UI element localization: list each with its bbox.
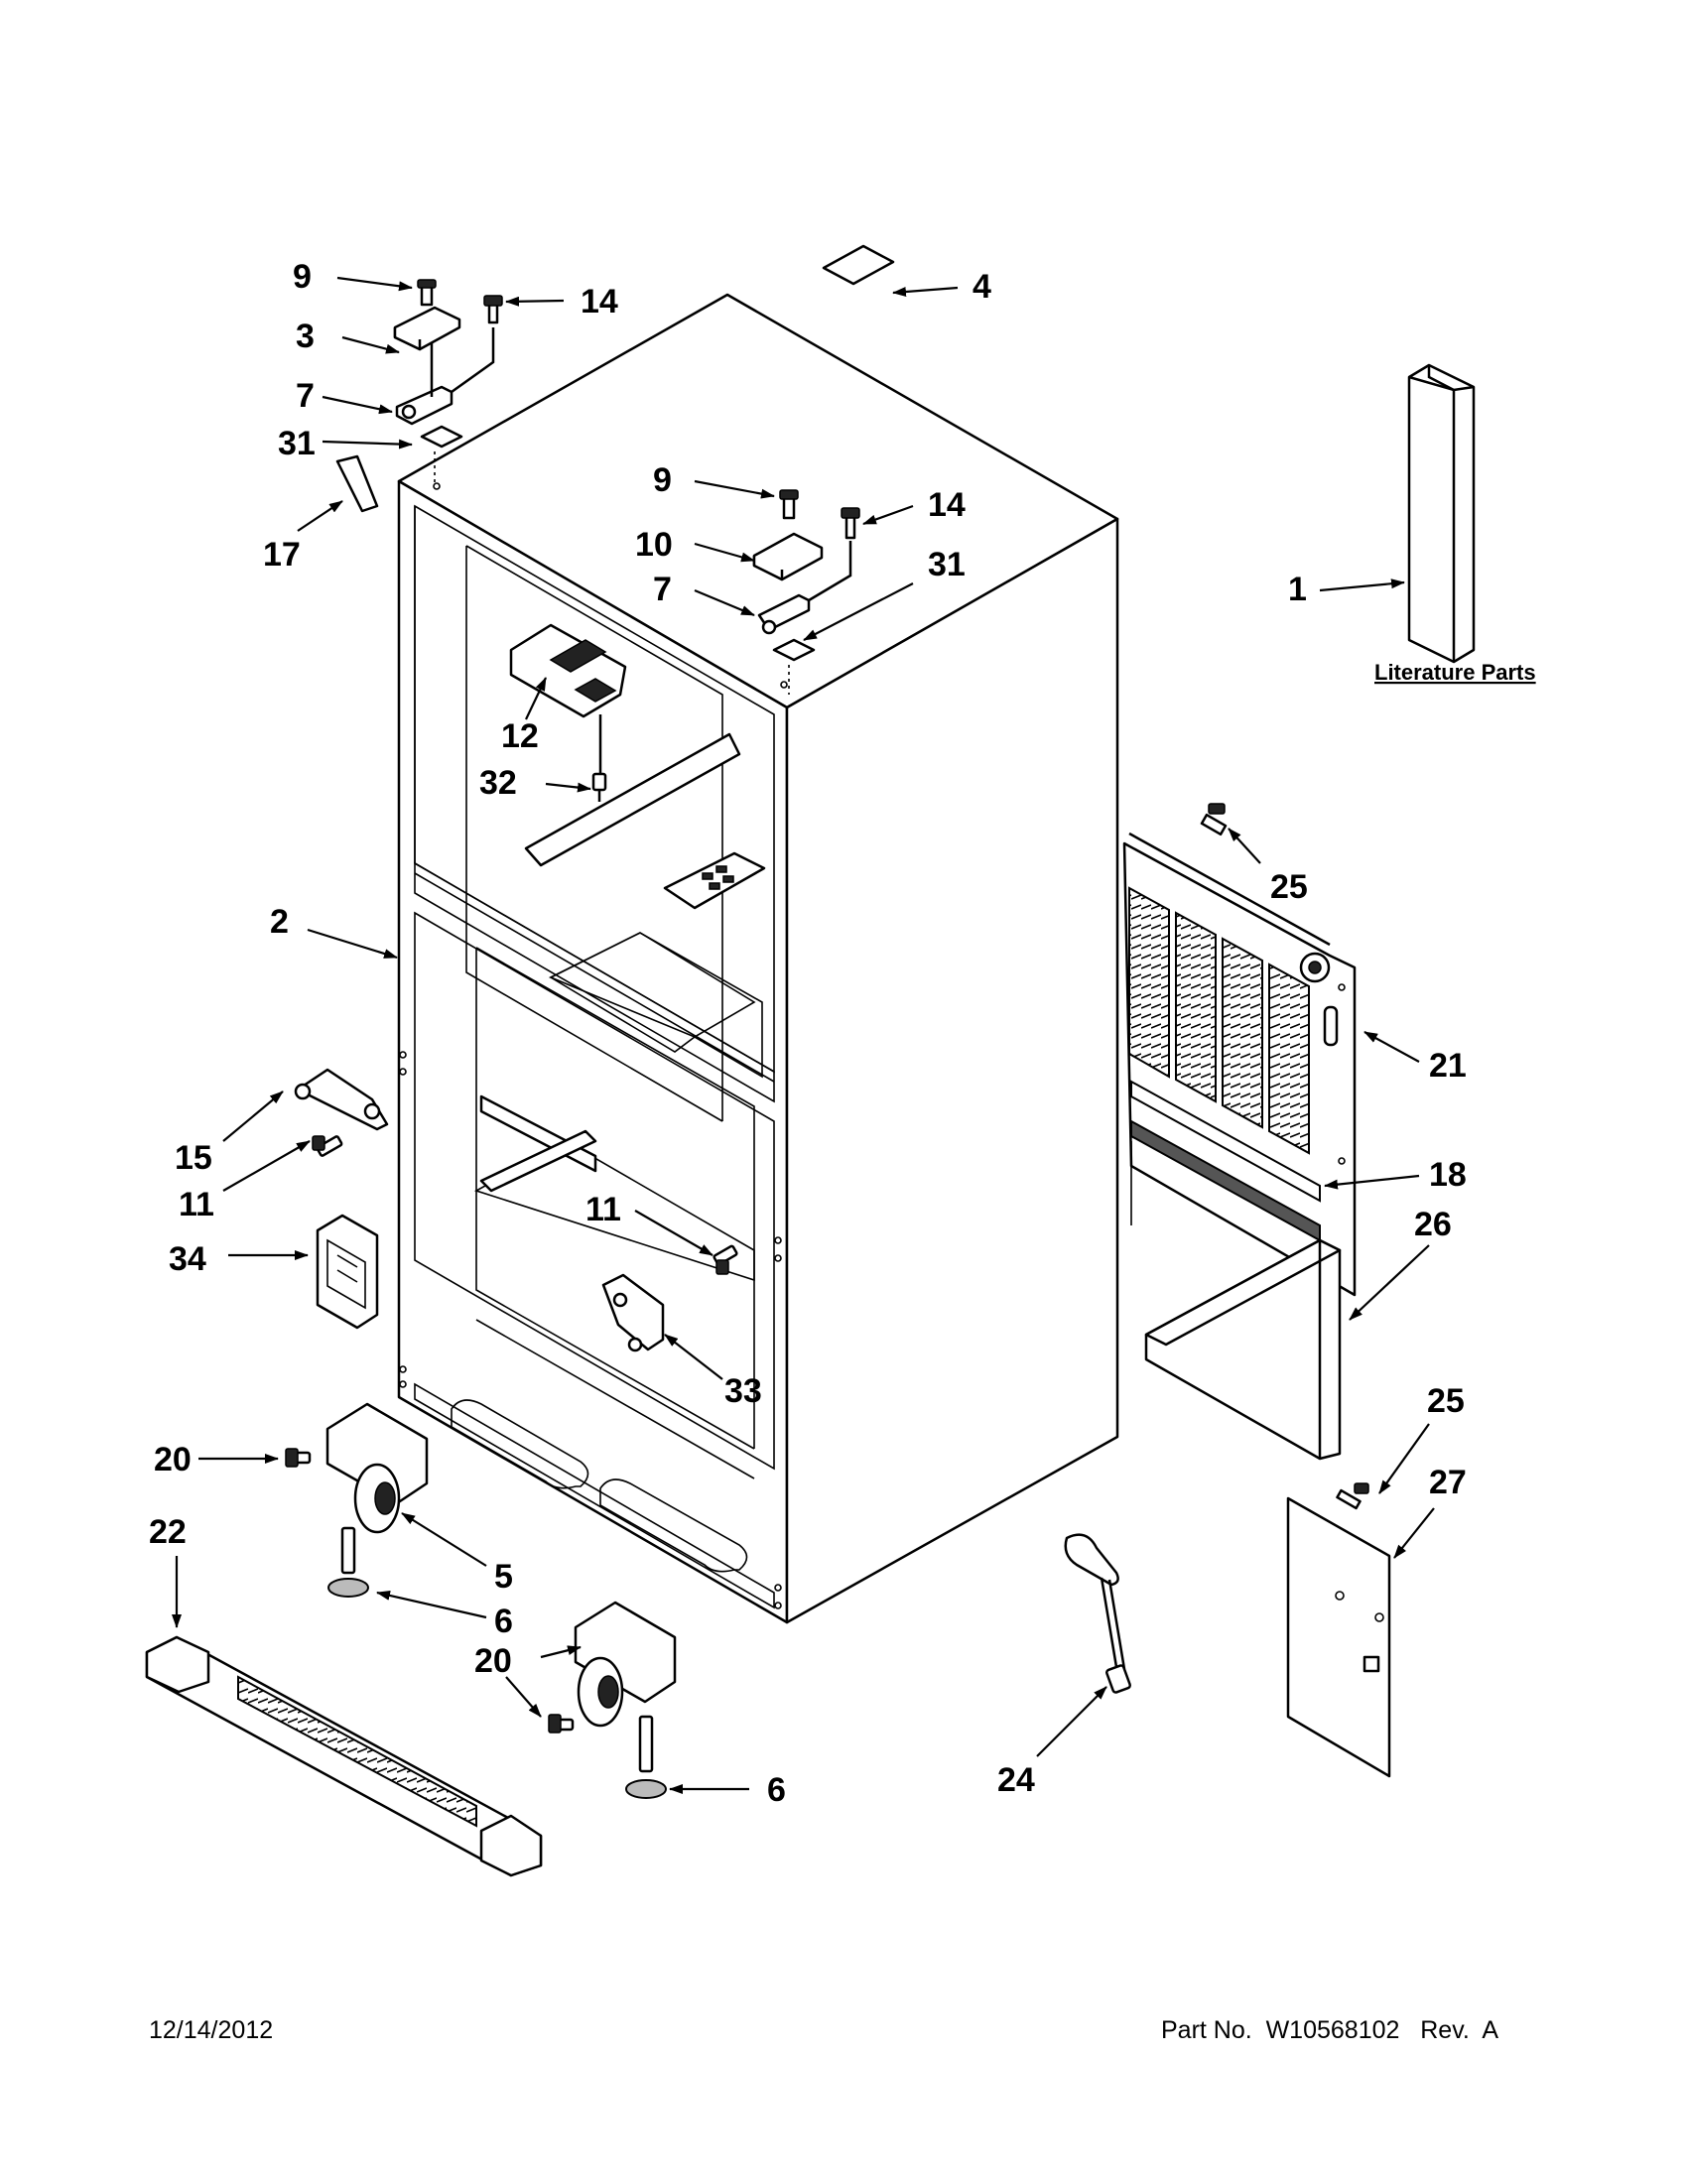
callout-14-right: 14	[928, 486, 966, 524]
callout-25-bottom: 25	[1427, 1382, 1465, 1420]
callout-26: 26	[1414, 1206, 1452, 1243]
callout-6-left: 6	[494, 1603, 513, 1640]
callout-31-left: 31	[278, 425, 316, 462]
callout-2: 2	[270, 903, 289, 941]
callout-4: 4	[973, 268, 991, 306]
ice-maker-card	[316, 1214, 379, 1330]
top-left-hinge-assembly	[335, 279, 503, 513]
callout-9-left: 9	[293, 258, 312, 296]
callout-27: 27	[1429, 1464, 1467, 1501]
callout-33: 33	[724, 1372, 762, 1410]
part-number: Part No. W10568102 Rev. A	[1161, 2016, 1498, 2044]
lower-access-panel	[1144, 1238, 1342, 1461]
callout-7-right: 7	[653, 571, 672, 608]
toe-grille	[145, 1635, 543, 1877]
callout-17: 17	[263, 536, 301, 574]
callout-20-left: 20	[154, 1441, 192, 1478]
middle-hinge	[294, 1068, 389, 1157]
callout-24: 24	[997, 1761, 1035, 1799]
callout-18: 18	[1429, 1156, 1467, 1194]
label-plate	[822, 244, 895, 286]
callout-5: 5	[494, 1558, 513, 1596]
callout-20-right: 20	[474, 1642, 512, 1680]
callout-11-left: 11	[179, 1186, 214, 1223]
leader-lines	[172, 276, 1435, 1794]
callout-31-right: 31	[928, 546, 966, 583]
callout-34: 34	[169, 1240, 206, 1278]
callout-labels: 9 14 3 7 31 17 4 9 14 10 7 31 1 12 32 25…	[149, 258, 1536, 1809]
callout-11-right: 11	[585, 1191, 621, 1228]
callout-22: 22	[149, 1513, 187, 1551]
callout-3: 3	[296, 318, 315, 355]
power-cord	[1064, 1533, 1131, 1694]
lower-hinge	[601, 1244, 738, 1352]
callout-12: 12	[501, 717, 539, 755]
callout-1: 1	[1288, 571, 1307, 608]
rear-grille	[1122, 803, 1357, 1297]
callout-25-top: 25	[1270, 868, 1308, 906]
callout-7-left: 7	[296, 377, 315, 415]
callout-32: 32	[479, 764, 517, 802]
left-roller-assembly	[285, 1402, 429, 1598]
callout-9-right: 9	[653, 461, 672, 499]
callout-14-left: 14	[581, 283, 618, 321]
light-housing	[509, 623, 627, 802]
rear-access-cover	[1286, 1482, 1391, 1778]
literature-parts-label: Literature Parts	[1374, 660, 1536, 685]
callout-21: 21	[1429, 1047, 1467, 1085]
literature-book	[1407, 363, 1476, 664]
right-roller-assembly	[548, 1601, 677, 1799]
callout-10: 10	[635, 526, 673, 564]
callout-6-right: 6	[767, 1771, 786, 1809]
callout-15: 15	[175, 1139, 212, 1177]
refrigerator-cabinet	[397, 293, 1119, 1624]
diagram-date: 12/14/2012	[149, 2016, 274, 2044]
